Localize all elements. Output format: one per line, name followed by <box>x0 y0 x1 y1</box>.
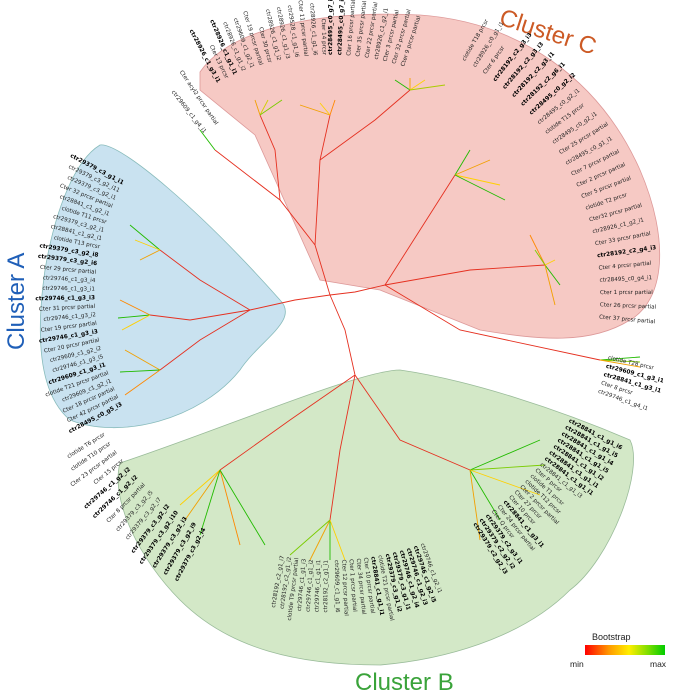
legend-gradient-bar <box>585 645 665 655</box>
legend-title: Bootstrap <box>592 632 631 642</box>
leaf-label: Cter 29 prcsr partial <box>40 265 97 276</box>
leaf-label: ctr29609_c1_g1_i6 <box>333 560 340 613</box>
leaf-label: ctr28926_c1_g1_i6 <box>308 3 318 56</box>
legend-min-label: min <box>570 659 584 669</box>
cluster-b-label: Cluster B <box>355 669 454 696</box>
cluster-a-region <box>39 144 286 429</box>
cluster-b-region <box>117 369 634 666</box>
leaf-label: Cter 34 prcsr partial <box>355 558 367 615</box>
legend-max-label: max <box>650 659 667 669</box>
leaf-label: Cter 11 prcsr partial <box>297 0 309 57</box>
leaf-label: Cter 1 prcsr partial <box>348 559 358 613</box>
leaf-label: ctr29746_c1_g3_i3 <box>35 295 95 302</box>
leaf-label: ctr29746_c1_g3_i1 <box>42 286 95 293</box>
cluster-c-region <box>199 13 661 339</box>
leaf-label: ctr29746_c1_g3_i4 <box>43 275 96 284</box>
leaf-label: Cter 12 prcsr partial <box>340 560 349 617</box>
tree-branches <box>117 78 641 561</box>
leaf-label: ctr28192_c2_g1_i1 <box>323 560 329 613</box>
leaf-label: Cter 16 prcsr partial <box>346 0 357 56</box>
leaf-label: ctr29746_c1_g3_i2 <box>43 312 96 323</box>
leaf-label: Cter 14 prcsr <box>320 18 327 55</box>
leaf-label: ctr28495_c0_g7_i1 <box>328 0 335 55</box>
leaf-label: Cter 37 prcsr partial <box>599 315 656 326</box>
cluster-a-label: Cluster A <box>3 253 30 350</box>
leaf-label: Cter 31 prcsr partial <box>39 304 96 313</box>
leaf-label: Cter 1 prcsr partial <box>600 290 653 296</box>
leaf-label: ctr29746_c1_g1_i3 <box>297 558 308 611</box>
leaf-label: ctr28495_c0_g7_i3 <box>337 0 346 55</box>
leaf-label: ctr29746_c1_g1_i2 <box>306 559 315 612</box>
bootstrap-legend: Bootstrap min max <box>570 632 667 669</box>
leaf-label: ctr29746_c1_g1_i1 <box>314 559 322 612</box>
leaf-label: Cter 26 prcsr partial <box>600 302 657 310</box>
leaf-label: Cter 4 prcsr partial <box>598 261 652 272</box>
leaf-label: ctr28495_c0_g4_i1 <box>600 275 653 284</box>
